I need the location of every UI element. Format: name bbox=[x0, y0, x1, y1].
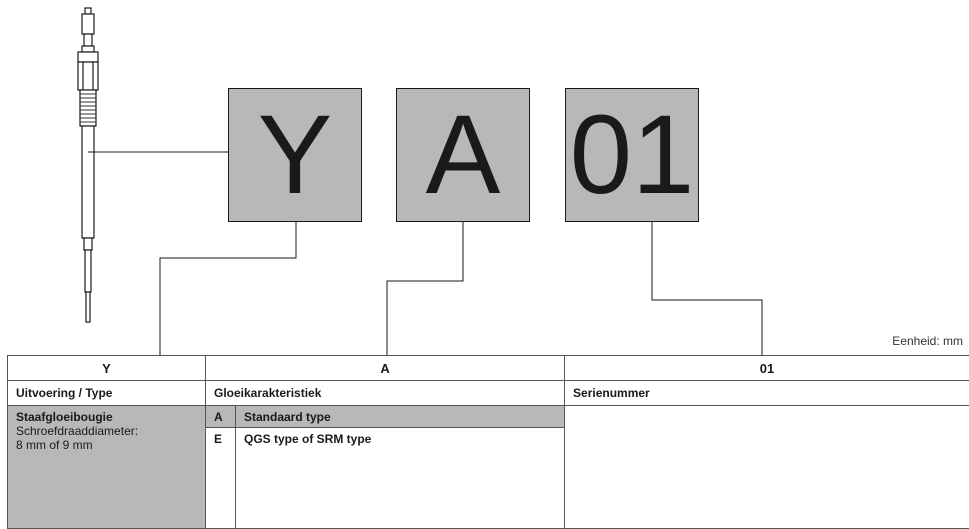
header-a: A bbox=[206, 356, 565, 381]
label-serial: Serienummer bbox=[565, 381, 969, 406]
code-box-serial: 01 bbox=[565, 88, 699, 222]
table-label-row: Uitvoering / Type Gloeikarakteristiek Se… bbox=[8, 381, 969, 406]
characteristic-description-e: QGS type of SRM type bbox=[236, 428, 565, 529]
characteristic-letter-a: A bbox=[206, 406, 236, 428]
header-y: Y bbox=[8, 356, 206, 381]
label-type: Uitvoering / Type bbox=[8, 381, 206, 406]
serial-cell bbox=[565, 406, 969, 529]
code-box-type: Y bbox=[228, 88, 362, 222]
code-spec-table: Y A 01 Uitvoering / Type Gloeikarakteris… bbox=[7, 355, 969, 529]
code-number-01: 01 bbox=[570, 99, 695, 211]
unit-label: Eenheid: mm bbox=[892, 334, 963, 348]
code-letter-y: Y bbox=[258, 99, 333, 211]
table-row: Staafgloeibougie Schroefdraaddiameter: 8… bbox=[8, 406, 969, 428]
characteristic-description-a: Standaard type bbox=[236, 406, 565, 428]
table-header-row: Y A 01 bbox=[8, 356, 969, 381]
type-description-line1: Schroefdraaddiameter: bbox=[16, 424, 205, 438]
characteristic-letter-e: E bbox=[206, 428, 236, 529]
header-01: 01 bbox=[565, 356, 969, 381]
type-description-line2: 8 mm of 9 mm bbox=[16, 438, 205, 452]
code-box-characteristic: A bbox=[396, 88, 530, 222]
type-cell: Staafgloeibougie Schroefdraaddiameter: 8… bbox=[8, 406, 206, 529]
label-characteristic: Gloeikarakteristiek bbox=[206, 381, 565, 406]
glow-plug-illustration bbox=[78, 8, 98, 322]
code-letter-a: A bbox=[426, 99, 501, 211]
type-title: Staafgloeibougie bbox=[16, 410, 205, 424]
